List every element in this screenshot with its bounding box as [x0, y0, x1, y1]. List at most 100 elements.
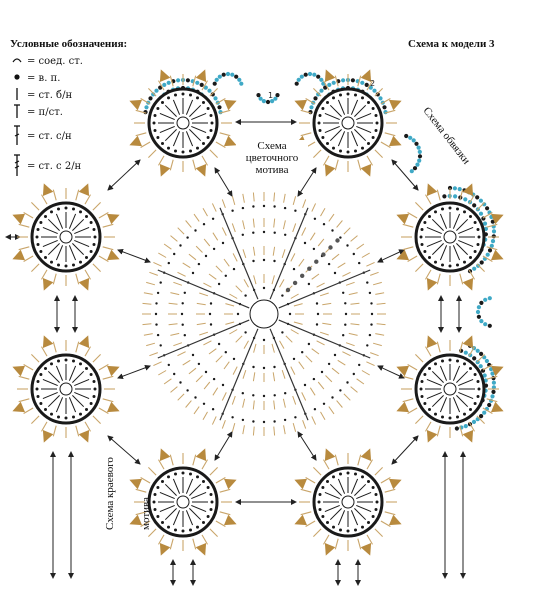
- picot-spike: [426, 430, 438, 443]
- double-crochet-stitch: [300, 488, 312, 493]
- double-crochet-stitch: [215, 141, 226, 148]
- picot-spike: [224, 99, 237, 111]
- chain-stitch: [217, 282, 221, 286]
- chain-stitch: [92, 228, 96, 231]
- double-crochet-stitch: [193, 406, 200, 415]
- double-crochet-stitch: [436, 341, 441, 353]
- edge-motif: [129, 448, 237, 556]
- legend-label: = в. п.: [27, 73, 61, 84]
- treble-stitch: [68, 397, 77, 413]
- chain-stitch: [420, 243, 424, 246]
- chain-stitch: [448, 264, 452, 268]
- double-crochet-stitch: [235, 285, 243, 293]
- trim-chain-stitch: [475, 309, 481, 315]
- double-crochet-stitch: [219, 488, 231, 493]
- double-crochet-stitch: [242, 398, 246, 408]
- double-crochet-stitch: [319, 292, 329, 297]
- treble-stitch: [68, 245, 77, 261]
- double-crochet-stitch: [170, 386, 178, 393]
- edge-motif: [294, 448, 402, 556]
- treble-stitch: [172, 99, 181, 115]
- double-crochet-stitch: [158, 459, 165, 470]
- picot-spike: [491, 213, 504, 225]
- trim-chain-stitch: [476, 305, 481, 310]
- chain-stitch: [371, 486, 375, 489]
- trim-chain-stitch: [316, 92, 321, 97]
- chain-stitch: [339, 93, 342, 97]
- trim-chain-stitch: [341, 78, 346, 83]
- double-crochet-stitch: [298, 361, 305, 370]
- double-crochet-stitch: [298, 258, 305, 267]
- join-arrow: [297, 167, 317, 197]
- chain-stitch: [303, 241, 307, 245]
- treble-stitch: [337, 478, 346, 494]
- chain-stitch: [262, 394, 266, 398]
- double-crochet-stitch: [23, 212, 34, 219]
- chain-stitch: [273, 394, 276, 397]
- double-crochet-stitch: [41, 421, 48, 432]
- chain-stitch: [212, 377, 216, 381]
- treble-stitch: [47, 395, 60, 408]
- trim-chain-stitch: [303, 72, 308, 77]
- double-crochet-stitch: [273, 192, 276, 202]
- chain-stitch: [469, 408, 472, 411]
- chain-stitch: [262, 258, 266, 262]
- chain-stitch: [197, 262, 201, 266]
- chain-stitch: [209, 508, 213, 511]
- double-crochet-stitch: [292, 196, 297, 206]
- double-crochet-stitch: [242, 193, 245, 203]
- chain-stitch: [339, 149, 342, 153]
- radial-divider: [269, 328, 309, 421]
- double-crochet-stitch: [148, 467, 157, 476]
- treble-stitch: [172, 510, 181, 526]
- double-crochet-stitch: [149, 271, 158, 276]
- double-crochet-stitch: [168, 302, 178, 305]
- double-crochet-stitch: [31, 202, 40, 211]
- chain-stitch: [212, 247, 216, 251]
- chain-stitch: [85, 367, 88, 370]
- chain-stitch: [262, 204, 266, 208]
- treble-stitch: [42, 378, 58, 387]
- double-crochet-stitch: [75, 273, 80, 285]
- trim-chain-stitch: [417, 158, 422, 163]
- double-crochet-stitch: [482, 364, 493, 371]
- double-crochet-stitch: [188, 367, 197, 375]
- double-crochet-stitch: [219, 511, 231, 516]
- double-crochet-stitch: [102, 375, 114, 380]
- chain-stitch: [339, 389, 342, 392]
- chain-stitch: [189, 149, 192, 153]
- chain-stitch: [419, 387, 423, 391]
- picot-spike: [224, 135, 237, 147]
- chain-stitch: [241, 392, 244, 395]
- treble-stitch: [350, 478, 359, 494]
- double-crochet-stitch: [203, 238, 211, 247]
- double-crochet-stitch: [402, 375, 414, 380]
- flower-motif-label-line: мотива: [255, 164, 289, 176]
- double-crochet-stitch: [370, 271, 379, 276]
- chain-stitch: [370, 302, 373, 305]
- double-crochet-stitch: [215, 355, 223, 363]
- trim-chain-stitch: [483, 297, 488, 302]
- chain-stitch: [191, 271, 195, 275]
- chain-stitch: [39, 402, 43, 405]
- chain-stitch: [367, 480, 370, 483]
- chain-stitch: [307, 342, 311, 346]
- chain-stitch: [354, 472, 357, 476]
- double-crochet-stitch: [311, 416, 317, 425]
- double-crochet-stitch: [148, 149, 157, 158]
- double-crochet-stitch: [243, 340, 249, 349]
- trim-chain-stitch: [457, 187, 462, 192]
- trim-chain-stitch: [368, 85, 373, 90]
- chain-stitch: [209, 129, 213, 132]
- double-crochet-stitch: [177, 271, 186, 277]
- double-crochet-stitch: [221, 420, 226, 429]
- chain-stitch: [434, 210, 437, 214]
- chain-stitch: [332, 96, 335, 100]
- picot-spike: [107, 401, 120, 413]
- double-crochet-stitch: [402, 223, 414, 228]
- chain-stitch: [342, 334, 345, 337]
- double-crochet-stitch: [350, 235, 358, 242]
- double-crochet-stitch: [271, 275, 275, 285]
- double-crochet-stitch: [323, 534, 330, 545]
- picot-spike: [360, 448, 372, 461]
